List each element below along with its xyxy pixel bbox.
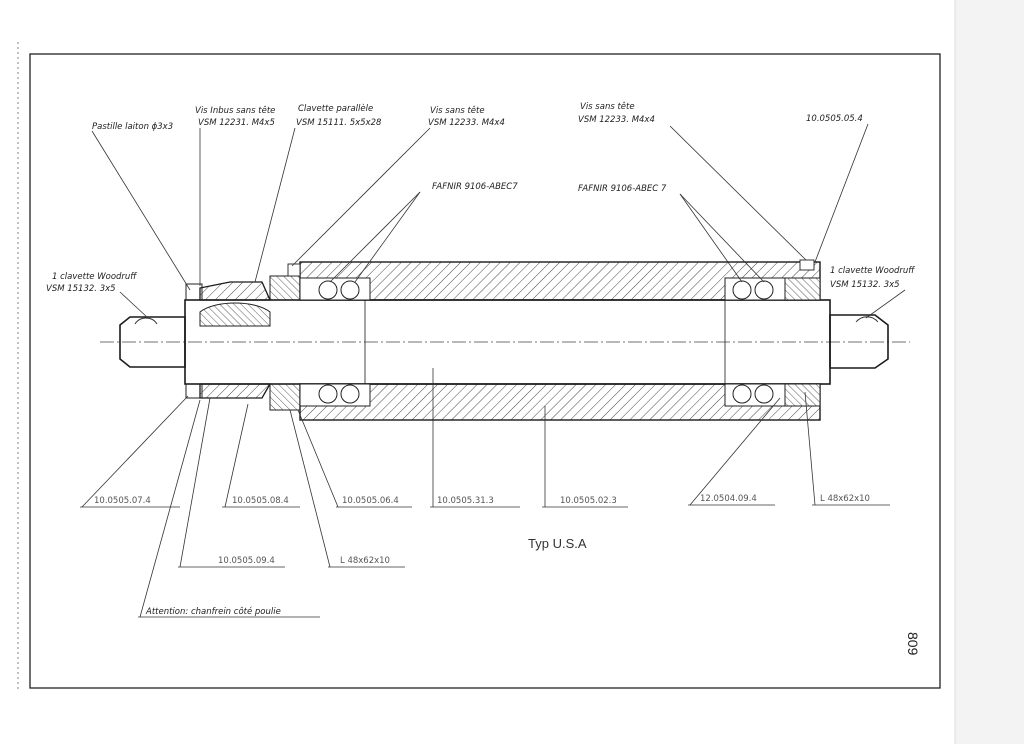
page-edge-shadow bbox=[955, 0, 1024, 744]
leader bbox=[289, 409, 331, 568]
set-screw-right bbox=[799, 259, 815, 271]
left-nut-top bbox=[269, 275, 301, 301]
leader bbox=[669, 125, 807, 261]
ball-bearing bbox=[318, 280, 338, 300]
drawing-title: Typ U.S.A bbox=[528, 536, 587, 551]
keyway bbox=[199, 302, 271, 327]
label-woodruff-right-1: 1 clavette Woodruff bbox=[830, 266, 915, 276]
leader bbox=[804, 391, 816, 506]
pulley-hub-upper bbox=[199, 281, 272, 301]
label-clavette-par-2: VSM 15111. 5x5x28 bbox=[296, 118, 382, 128]
leader bbox=[139, 399, 201, 618]
leader bbox=[679, 193, 765, 283]
leader bbox=[689, 397, 781, 506]
left-collar-bottom bbox=[185, 383, 203, 399]
label-ref-02: 10.0505.02.3 bbox=[560, 496, 617, 506]
leader bbox=[297, 409, 339, 508]
label-ref-08: 10.0505.08.4 bbox=[232, 496, 289, 506]
leader bbox=[119, 291, 149, 319]
label-attention: Attention: chanfrein côté poulie bbox=[145, 606, 281, 617]
ball-bearing bbox=[732, 384, 752, 404]
label-vis-inbus-1: Vis Inbus sans tête bbox=[195, 105, 275, 116]
label-vis-sans-tete-a1: Vis sans tête bbox=[430, 105, 485, 116]
shaft-right-taper bbox=[829, 314, 889, 369]
spindle-assembly bbox=[100, 259, 910, 421]
label-fafnir-right: FAFNIR 9106-ABEC 7 bbox=[578, 184, 667, 194]
set-screw-top bbox=[287, 263, 301, 277]
leader bbox=[224, 403, 249, 508]
label-ref-09: 10.0505.09.4 bbox=[218, 556, 275, 566]
leader bbox=[91, 130, 191, 291]
ball-bearing bbox=[754, 384, 774, 404]
leader bbox=[679, 193, 743, 283]
label-vis-sans-tete-a2: VSM 12233. M4x4 bbox=[428, 118, 505, 128]
label-seal-right: L 48x62x10 bbox=[820, 494, 870, 504]
woodruff-key-left bbox=[134, 317, 158, 325]
label-pastille: Pastille laiton ϕ3x3 bbox=[92, 122, 173, 132]
label-ref-top-right: 10.0505.05.4 bbox=[806, 114, 863, 124]
ball-bearing bbox=[732, 280, 752, 300]
label-ref-12: 12.0504.09.4 bbox=[700, 494, 757, 504]
label-woodruff-right-2: VSM 15132. 3x5 bbox=[830, 280, 900, 290]
leader bbox=[354, 191, 421, 283]
leader bbox=[814, 123, 869, 263]
ball-bearing bbox=[340, 280, 360, 300]
pulley-hub-lower bbox=[199, 383, 272, 399]
ball-bearing bbox=[340, 384, 360, 404]
leader bbox=[179, 397, 211, 568]
seal-right-bottom bbox=[784, 383, 821, 407]
leader bbox=[254, 127, 296, 283]
label-vis-sans-tete-b1: Vis sans tête bbox=[580, 101, 635, 112]
label-clavette-par-1: Clavette parallèle bbox=[298, 103, 373, 114]
ball-bearing bbox=[318, 384, 338, 404]
left-nut-bottom bbox=[269, 383, 301, 411]
leader bbox=[865, 289, 906, 319]
left-collar-top bbox=[185, 283, 203, 301]
label-woodruff-left-2: VSM 15132. 3x5 bbox=[46, 284, 116, 294]
woodruff-key-right bbox=[855, 316, 879, 323]
label-ref-06: 10.0505.06.4 bbox=[342, 496, 399, 506]
label-vis-inbus-2: VSM 12231. M4x5 bbox=[198, 118, 275, 128]
leader-lines bbox=[80, 123, 906, 618]
leader bbox=[329, 191, 421, 283]
leader bbox=[81, 395, 189, 508]
label-ref-31: 10.0505.31.3 bbox=[437, 496, 494, 506]
drawing-frame bbox=[29, 53, 941, 689]
seal-right-top bbox=[784, 277, 821, 301]
label-fafnir-left: FAFNIR 9106-ABEC7 bbox=[432, 182, 518, 192]
label-seal-left: L 48x62x10 bbox=[340, 556, 390, 566]
label-vis-sans-tete-b2: VSM 12233. M4x4 bbox=[578, 115, 655, 125]
leader bbox=[291, 127, 431, 267]
ball-bearing bbox=[754, 280, 774, 300]
label-ref-07: 10.0505.07.4 bbox=[94, 496, 151, 506]
page-number: 809 bbox=[905, 632, 921, 656]
label-woodruff-left-1: 1 clavette Woodruff bbox=[52, 272, 137, 282]
